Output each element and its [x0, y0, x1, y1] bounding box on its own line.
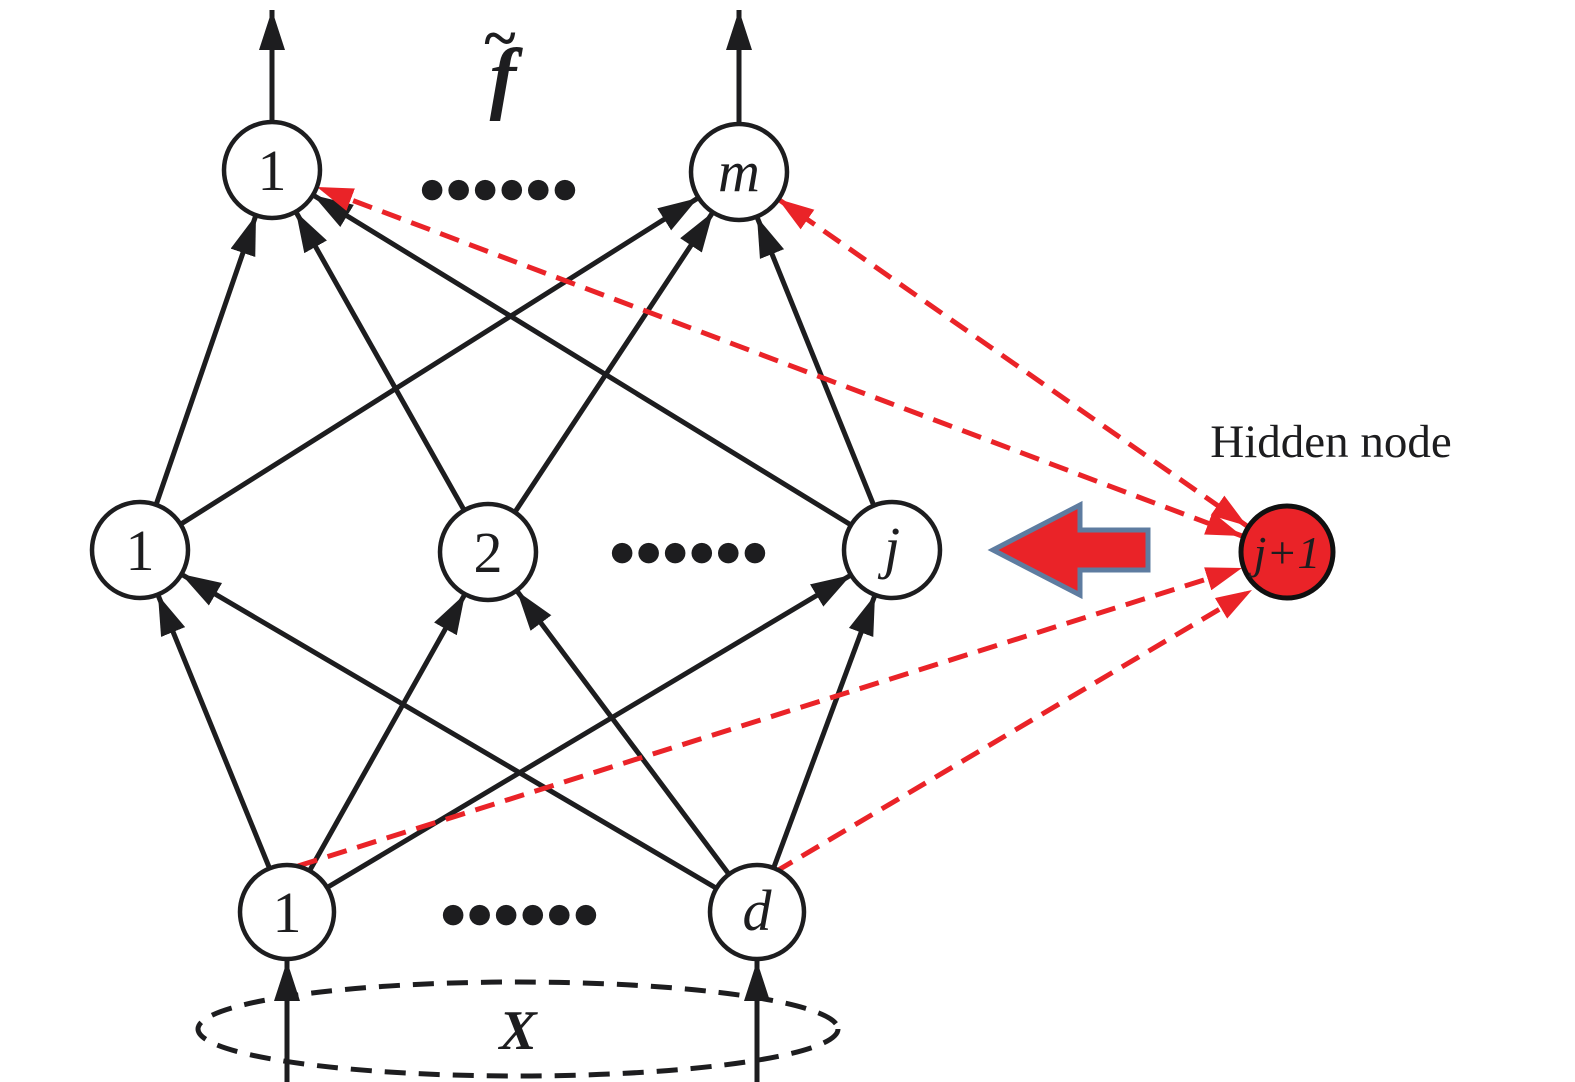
input-node-1-label: 1: [273, 880, 302, 945]
edge-input1-hidden2: [307, 592, 468, 872]
output-node-m-label: m: [718, 139, 760, 204]
hidden-node-1-label: 1: [126, 518, 155, 583]
hidden-node-caption: Hidden node: [1210, 416, 1451, 468]
input-node-d-label: d: [743, 878, 773, 943]
input-layer-ellipsis: ●●●●●●: [441, 898, 600, 929]
output-node-1-label: 1: [258, 138, 287, 203]
new-hidden-node-j1: [1238, 503, 1336, 601]
hidden-node-2-label: 2: [474, 520, 503, 585]
output-node-m: [688, 121, 790, 223]
hidden-node-j: [841, 499, 943, 601]
edge-input1-hiddenj: [326, 572, 853, 890]
input-set-ellipse: [195, 979, 841, 1079]
edge-inputd-hidden2: [514, 589, 731, 875]
output-function-tilde: ~: [484, 5, 515, 71]
red-edge-input1-newnode: [297, 565, 1243, 869]
insert-node-arrow: [987, 500, 1151, 600]
input-node-d: [707, 862, 807, 962]
output-node-1: [221, 119, 323, 221]
input-set-label: X: [497, 1000, 538, 1062]
input-node-1: [237, 862, 337, 962]
output-layer-ellipsis: ●●●●●●: [420, 173, 579, 204]
hidden-node-2: [437, 501, 539, 603]
edge-input1-hidden1: [155, 594, 272, 868]
edge-inputd-hidden1: [179, 571, 718, 891]
edge-hidden1-output1: [153, 214, 259, 506]
hidden-layer-ellipsis: ●●●●●●: [610, 536, 769, 567]
edge-inputd-hiddenj: [771, 594, 878, 868]
new-hidden-node-label: j+1: [1249, 527, 1321, 578]
hidden-node-1: [89, 499, 191, 601]
red-edge-newnode-outputm: [776, 196, 1249, 529]
